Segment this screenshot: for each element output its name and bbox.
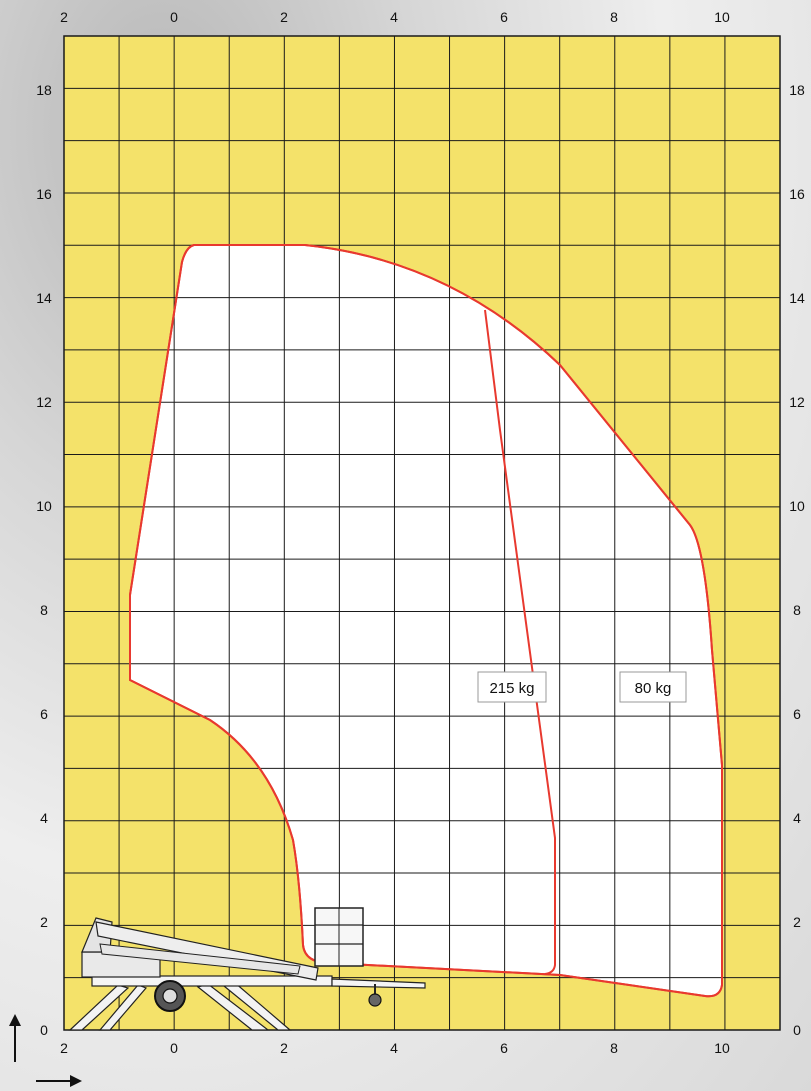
right-y-tick: 8 [793, 602, 801, 618]
top-x-axis: 2 0 2 4 6 8 10 [60, 9, 730, 25]
bottom-x-tick: 4 [390, 1040, 398, 1056]
right-y-tick: 6 [793, 706, 801, 722]
left-y-tick: 2 [40, 914, 48, 930]
load-boundary-215kg [484, 309, 556, 975]
right-y-tick: 14 [789, 290, 805, 306]
left-y-tick: 0 [40, 1022, 48, 1038]
left-y-tick: 12 [36, 394, 52, 410]
bottom-x-tick: 0 [170, 1040, 178, 1056]
left-y-tick: 18 [36, 82, 52, 98]
left-y-tick: 6 [40, 706, 48, 722]
right-y-tick: 12 [789, 394, 805, 410]
top-x-tick: 4 [390, 9, 398, 25]
bottom-x-tick: 8 [610, 1040, 618, 1056]
bottom-x-axis: 2 0 2 4 6 8 10 [60, 1040, 730, 1056]
left-y-tick: 8 [40, 602, 48, 618]
right-y-tick: 10 [789, 498, 805, 514]
up-arrow-icon [9, 1014, 21, 1062]
bottom-x-tick: 2 [60, 1040, 68, 1056]
bottom-x-tick: 10 [714, 1040, 730, 1056]
top-x-tick: 10 [714, 9, 730, 25]
right-y-tick: 16 [789, 186, 805, 202]
top-x-tick: 6 [500, 9, 508, 25]
bottom-x-tick: 2 [280, 1040, 288, 1056]
load-label-215kg: 215 kg [477, 671, 547, 703]
top-x-tick: 2 [280, 9, 288, 25]
top-x-tick: 8 [610, 9, 618, 25]
left-y-tick: 10 [36, 498, 52, 514]
right-y-axis: 0 2 4 6 8 10 12 14 16 18 [789, 82, 805, 1038]
left-y-axis: 0 2 4 6 8 10 12 14 16 18 [36, 82, 52, 1038]
working-envelope-outline [129, 244, 723, 998]
right-y-tick: 18 [789, 82, 805, 98]
top-x-tick: 0 [170, 9, 178, 25]
trailer-aerial-platform-illustration [68, 907, 426, 1031]
bottom-x-tick: 6 [500, 1040, 508, 1056]
right-arrow-icon [36, 1075, 82, 1087]
load-label-215kg-text: 215 kg [489, 680, 534, 697]
left-y-tick: 4 [40, 810, 48, 826]
right-y-tick: 2 [793, 914, 801, 930]
right-y-tick: 4 [793, 810, 801, 826]
load-label-80kg-text: 80 kg [635, 680, 672, 697]
left-y-tick: 14 [36, 290, 52, 306]
right-y-tick: 0 [793, 1022, 801, 1038]
left-y-tick: 16 [36, 186, 52, 202]
load-label-80kg: 80 kg [619, 671, 687, 703]
top-x-tick: 2 [60, 9, 68, 25]
